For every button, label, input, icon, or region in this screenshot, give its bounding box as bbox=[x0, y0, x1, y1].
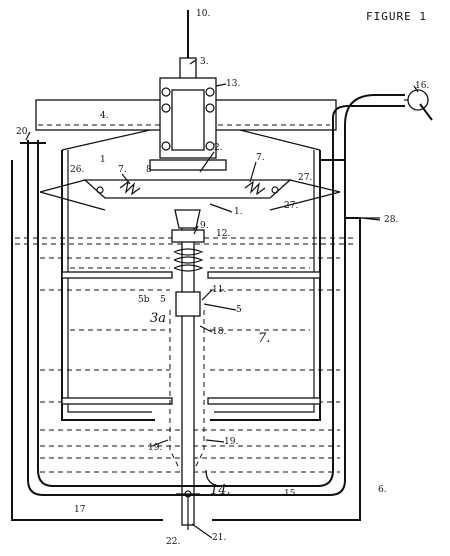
label-8: 8 bbox=[146, 165, 152, 175]
drain-valve bbox=[176, 490, 200, 530]
leader-lines bbox=[25, 59, 419, 539]
label-27a: 27. bbox=[298, 173, 312, 183]
label-7b: 7. bbox=[256, 153, 265, 163]
label-17: 17 bbox=[74, 505, 86, 515]
bearing-housing bbox=[159, 77, 217, 159]
label-6: 6. bbox=[378, 485, 387, 495]
shelves bbox=[61, 271, 321, 405]
label-27b: 27. bbox=[284, 201, 298, 211]
label-26: 26. bbox=[70, 165, 84, 175]
return-pipe bbox=[20, 94, 405, 496]
label-21: 21. bbox=[212, 533, 226, 543]
label-13: 13. bbox=[226, 79, 240, 89]
outer-tank bbox=[11, 159, 361, 521]
label-20: 20. bbox=[16, 127, 30, 137]
valve-16 bbox=[404, 89, 433, 121]
rotor-assembly bbox=[39, 159, 341, 229]
label-1a: 1 bbox=[100, 155, 106, 165]
figure-title: FIGURE 1 bbox=[366, 10, 427, 23]
label-28: 28. bbox=[384, 215, 398, 225]
label-19b: 19. bbox=[224, 437, 238, 447]
label-5c: 5 bbox=[236, 305, 242, 315]
chains bbox=[169, 310, 205, 471]
coupling bbox=[171, 229, 205, 317]
label-2: 2. bbox=[214, 143, 223, 153]
label-4: 4. bbox=[100, 111, 109, 121]
label-9: 9. bbox=[200, 221, 209, 231]
label-7: 7. bbox=[258, 331, 270, 346]
label-3: 3. bbox=[200, 57, 209, 67]
label-1b: 1. bbox=[234, 207, 243, 217]
inner-drum bbox=[61, 129, 321, 421]
label-15: 15. bbox=[284, 489, 298, 499]
label-18: 18. bbox=[212, 327, 226, 337]
label-5: 5 bbox=[160, 295, 166, 305]
label-19a: 19. bbox=[148, 443, 162, 453]
label-22: 22. bbox=[166, 537, 180, 547]
label-12: 12. bbox=[216, 229, 230, 239]
label-16: 16. bbox=[415, 81, 429, 91]
label-5b: 5b bbox=[138, 295, 150, 305]
label-3a: 3a bbox=[150, 311, 166, 326]
label-11: 11. bbox=[212, 285, 226, 295]
label-14: 14. bbox=[210, 483, 231, 498]
label-10: 10. bbox=[196, 9, 210, 19]
label-7a: 7. bbox=[118, 165, 127, 175]
